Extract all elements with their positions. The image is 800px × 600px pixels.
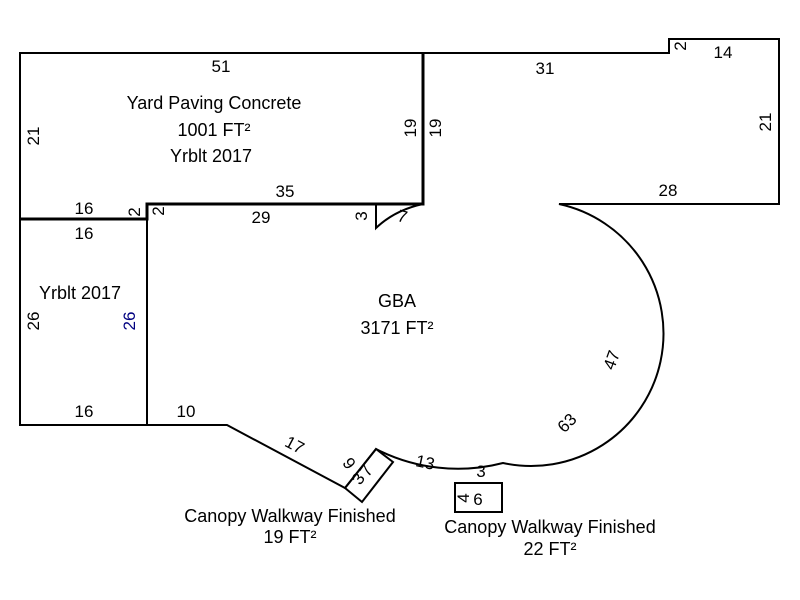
- dim-wing-bottom: 16: [75, 402, 94, 421]
- dim-notch-3: 3: [352, 211, 371, 220]
- dim-wing-right: 26: [120, 312, 139, 331]
- dim-canopy2-inner: 6: [473, 490, 482, 509]
- dim-gba-top: 31: [536, 59, 555, 78]
- canopy1-outline: [343, 447, 395, 504]
- dim-wing-left: 26: [24, 312, 43, 331]
- gba-area: 3171 FT²: [360, 318, 433, 338]
- canopy2-name: Canopy Walkway Finished: [444, 517, 655, 537]
- dim-yard-top: 51: [212, 57, 231, 76]
- gba-notch-curve: [375, 203, 424, 231]
- dim-gba-right-bottom: 28: [659, 181, 678, 200]
- dim-arc-63: 63: [554, 410, 581, 437]
- dim-gba-top-inner: 29: [252, 208, 271, 227]
- gba-name: GBA: [378, 291, 416, 311]
- dim-yard-step: 2: [125, 207, 144, 216]
- yard-name: Yard Paving Concrete: [127, 93, 302, 113]
- canopy2-area: 22 FT²: [523, 539, 576, 559]
- dim-gba-step: 2: [149, 206, 168, 215]
- gba-lower-outline: [146, 219, 346, 489]
- yard-shared-edge: [20, 53, 425, 221]
- dim-gba-right: 21: [756, 113, 775, 132]
- dim-diag-17: 17: [282, 432, 308, 458]
- dim-gba-top-right: 14: [714, 43, 733, 62]
- dim-arc-13: 13: [414, 451, 436, 474]
- canopy1-area: 19 FT²: [263, 527, 316, 547]
- dim-gba-left-upper: 19: [426, 119, 445, 138]
- gba-outline: [344, 38, 780, 489]
- dim-yard-bottom-right: 35: [276, 182, 295, 201]
- dim-canopy2-side: 4: [454, 493, 473, 502]
- left-wing-year: Yrblt 2017: [39, 283, 121, 303]
- dim-gba-notch-top: 2: [671, 41, 690, 50]
- dim-gba-bottom: 10: [177, 402, 196, 421]
- dim-yard-bottom-left: 16: [75, 199, 94, 218]
- dim-notch-7: 7: [395, 206, 409, 227]
- canopy2-outline: [454, 482, 503, 513]
- dim-yard-right: 19: [401, 119, 420, 138]
- dim-yard-left: 21: [24, 127, 43, 146]
- dim-wing-top: 16: [75, 224, 94, 243]
- yard-year: Yrblt 2017: [170, 146, 252, 166]
- yard-area: 1001 FT²: [177, 120, 250, 140]
- dim-arc-47: 47: [600, 348, 624, 372]
- left-wing-outline: [19, 219, 147, 426]
- dim-arc-3: 3: [476, 462, 485, 481]
- canopy1-name: Canopy Walkway Finished: [184, 506, 395, 526]
